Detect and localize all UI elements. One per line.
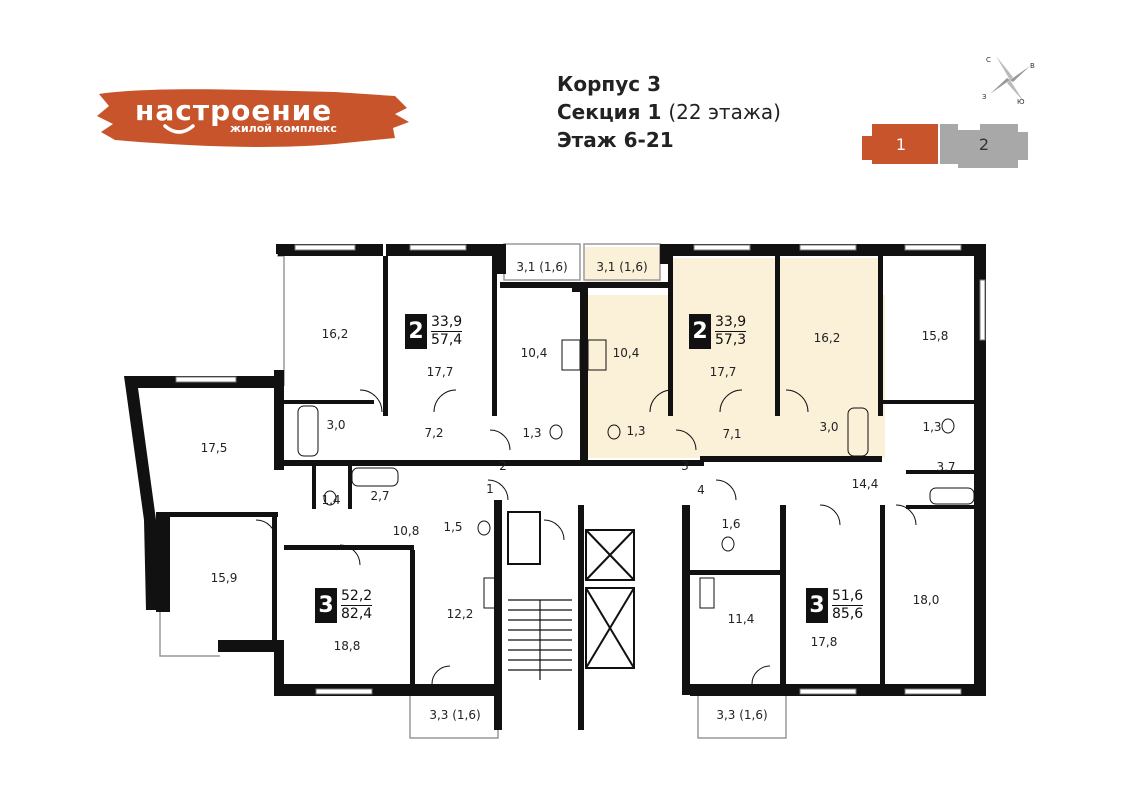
room-area: 15,9 <box>210 571 238 585</box>
apartment-total-area: 57,3 <box>715 332 747 348</box>
apartment-total-area: 82,4 <box>341 606 373 622</box>
stairs <box>508 599 572 680</box>
apartment-living-area: 33,9 <box>431 314 463 332</box>
room-area: 7,1 <box>722 427 742 441</box>
apartment-total-area: 57,4 <box>431 332 463 348</box>
room-area: 16,2 <box>813 331 841 345</box>
door-number-3: 3 <box>681 459 689 473</box>
apartment-badge-highlighted[interactable]: 2 33,9 57,3 <box>689 314 750 349</box>
room-balcony-2: 3,1 (1,6) <box>596 260 648 274</box>
compass-north: С <box>986 56 991 64</box>
apartment-room-count: 2 <box>689 314 711 349</box>
room-area: 16,2 <box>321 327 349 341</box>
room-area: 11,4 <box>727 612 755 626</box>
room-area: 14,4 <box>851 477 879 491</box>
apartment-room-count: 2 <box>405 314 427 349</box>
room-area: 1,3 <box>522 426 542 440</box>
room-area: 1,3 <box>626 424 646 438</box>
core <box>507 511 635 669</box>
room-area: 10,4 <box>612 346 640 360</box>
compass-icon: С В Ю З <box>982 56 1035 106</box>
compass-east: В <box>1030 62 1035 70</box>
apartment-badge[interactable]: 3 51,6 85,6 <box>806 588 867 623</box>
room-area: 15,8 <box>921 329 949 343</box>
room-area: 17,5 <box>200 441 228 455</box>
apartment-living-area: 33,9 <box>715 314 747 332</box>
room-balcony-4: 3,3 (1,6) <box>716 708 768 722</box>
room-balcony-3: 3,3 (1,6) <box>429 708 481 722</box>
room-area: 12,2 <box>446 607 474 621</box>
room-area: 18,0 <box>912 593 940 607</box>
room-area: 3,0 <box>819 420 839 434</box>
apartment-living-area: 51,6 <box>832 588 864 606</box>
apartment-room-count: 3 <box>315 588 337 623</box>
room-area: 10,4 <box>520 346 548 360</box>
apartment-living-area: 52,2 <box>341 588 373 606</box>
door-number-1: 1 <box>486 482 494 496</box>
room-area: 18,8 <box>333 639 361 653</box>
room-area: 17,7 <box>426 365 454 379</box>
apartment-total-area: 85,6 <box>832 606 864 622</box>
heading: Корпус 3 Секция 1 (22 этажа) Этаж 6-21 <box>557 70 817 154</box>
room-area: 1,5 <box>443 520 463 534</box>
interior-walls <box>168 256 974 730</box>
section-tab-2[interactable]: 2 <box>978 134 990 154</box>
apartment-badge[interactable]: 3 52,2 82,4 <box>315 588 376 623</box>
room-area: 10,8 <box>392 524 420 538</box>
section-tab-1[interactable]: 1 <box>895 134 907 154</box>
door-number-4: 4 <box>697 483 705 497</box>
logo-smile <box>163 124 195 134</box>
room-area: 17,8 <box>810 635 838 649</box>
apartment-badge[interactable]: 2 33,9 57,4 <box>405 314 466 349</box>
door-number-2: 2 <box>499 459 507 473</box>
logo: настроение жилой комплекс <box>97 89 409 147</box>
fixtures <box>297 339 975 609</box>
room-area: 17,7 <box>709 365 737 379</box>
room-area: 2,7 <box>370 489 390 503</box>
room-area: 3,0 <box>326 418 346 432</box>
windows <box>175 244 986 695</box>
compass-south: Ю <box>1017 98 1025 106</box>
doors <box>255 389 917 685</box>
room-area: 3,7 <box>936 460 956 474</box>
logo-title: настроение <box>135 94 332 127</box>
building-label: Корпус 3 <box>557 72 661 96</box>
apartment-room-count: 3 <box>806 588 828 623</box>
room-area: 1,6 <box>721 517 741 531</box>
logo-subtitle: жилой комплекс <box>230 122 337 135</box>
compass-west: З <box>982 93 987 101</box>
floor-label: Этаж 6-21 <box>557 128 674 152</box>
room-balcony-1: 3,1 (1,6) <box>516 260 568 274</box>
section-label: Секция 1 (22 этажа) <box>557 100 781 124</box>
room-area: 7,2 <box>424 426 444 440</box>
room-area: 1,3 <box>922 420 942 434</box>
room-area: 1,4 <box>321 493 341 507</box>
